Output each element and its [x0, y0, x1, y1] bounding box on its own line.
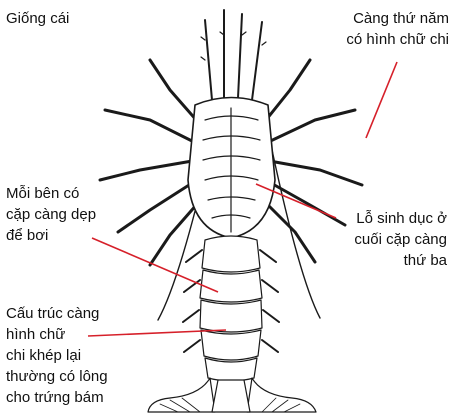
- lobster-body-drawing: [100, 10, 362, 412]
- leader-fifth-leg: [366, 62, 397, 138]
- label-structure-line-3: chi khép lại: [6, 345, 108, 366]
- label-flat-pleopods-line-1: Mỗi bên có: [6, 183, 96, 204]
- label-fifth-leg-line-2: có hình chữ chi: [346, 29, 449, 50]
- label-flat-pleopods-line-3: để bơi: [6, 225, 96, 246]
- label-structure-line-5: cho trứng bám: [6, 387, 108, 408]
- label-genital-pore-line-3: thứ ba: [354, 250, 447, 271]
- label-structure-line-4: thường có lông: [6, 366, 108, 387]
- label-genital-pore: Lỗ sinh dục ở cuối cặp càng thứ ba: [354, 208, 447, 271]
- label-genital-pore-line-1: Lỗ sinh dục ở: [354, 208, 447, 229]
- title-text: Giống cái: [6, 8, 69, 29]
- label-structure-line-1: Cấu trúc càng: [6, 303, 108, 324]
- label-structure: Cấu trúc càng hình chữ chi khép lại thườ…: [6, 303, 108, 408]
- label-structure-line-2: hình chữ: [6, 324, 108, 345]
- leader-flat-pleopods: [92, 238, 218, 292]
- label-fifth-leg: Càng thứ năm có hình chữ chi: [346, 8, 449, 50]
- label-fifth-leg-line-1: Càng thứ năm: [346, 8, 449, 29]
- label-flat-pleopods-line-2: cặp càng dẹp: [6, 204, 96, 225]
- diagram-title: Giống cái: [6, 8, 69, 29]
- label-genital-pore-line-2: cuối cặp càng: [354, 229, 447, 250]
- label-flat-pleopods: Mỗi bên có cặp càng dẹp để bơi: [6, 183, 96, 246]
